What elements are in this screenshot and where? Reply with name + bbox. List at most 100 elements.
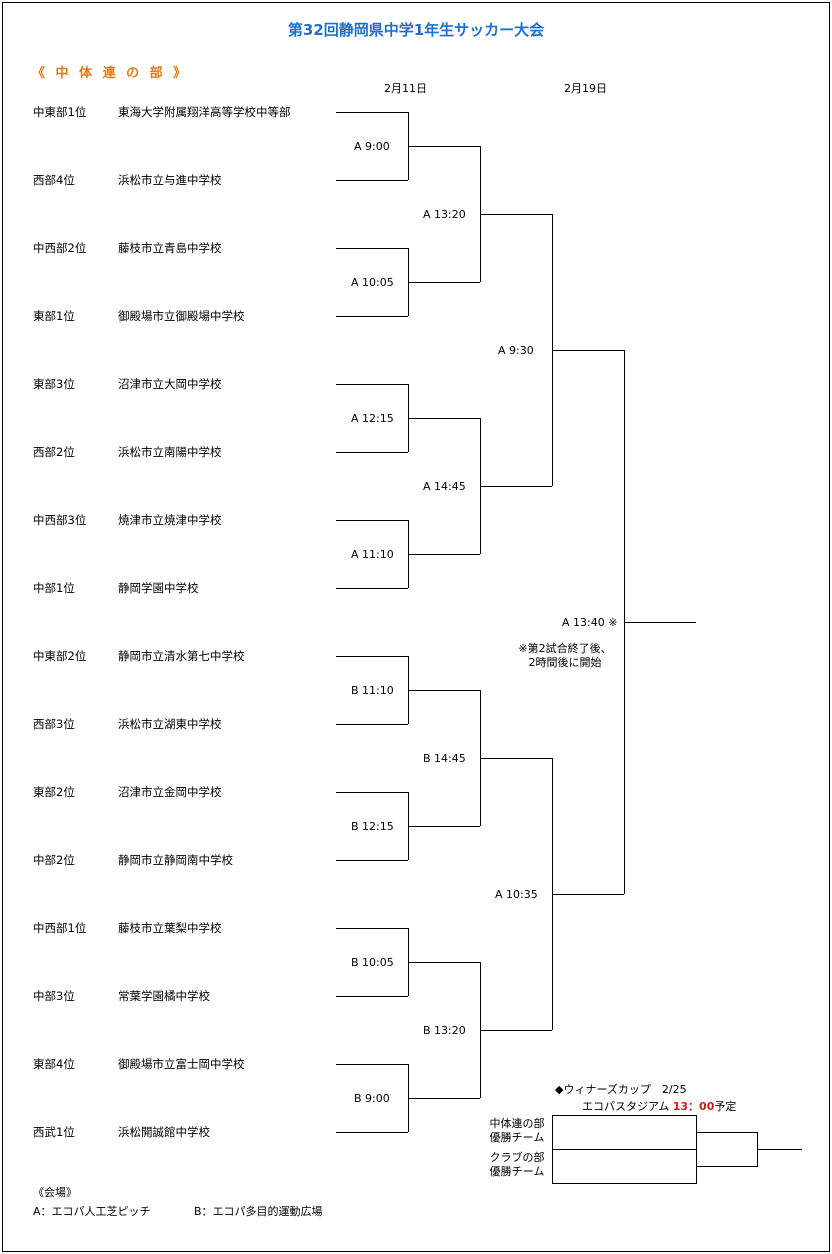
bracket-line <box>336 520 408 521</box>
team-rank: 西部3位 <box>33 717 75 731</box>
bracket-line <box>336 928 408 929</box>
winners-cup-team-line: 優勝チーム <box>489 1165 545 1178</box>
venue-heading: 《会場》 <box>33 1186 77 1199</box>
team-school: 沼津市立金岡中学校 <box>118 785 222 799</box>
match-time-label: B 14:45 <box>423 752 466 765</box>
winners-cup-time-suffix: 予定 <box>714 1100 737 1113</box>
match-time-label: B 11:10 <box>351 684 394 697</box>
team-rank: 西武1位 <box>33 1125 75 1139</box>
bracket-line <box>336 996 408 997</box>
bracket-line <box>336 588 408 589</box>
page-title: 第32回静岡県中学1年生サッカー大会 <box>287 21 545 39</box>
team-school: 静岡市立静岡南中学校 <box>118 853 233 867</box>
final-note: ※第2試合終了後、 2時間後に開始 <box>500 642 630 670</box>
section-heading: 《 中 体 連 の 部 》 <box>32 66 190 81</box>
bracket-line <box>336 1064 408 1065</box>
team-rank: 中西部3位 <box>33 513 87 527</box>
venue-a: A：エコパ人工芝ピッチ <box>33 1205 151 1218</box>
winners-cup-output-line <box>757 1149 802 1150</box>
bracket-line <box>336 656 408 657</box>
team-school: 御殿場市立富士岡中学校 <box>118 1057 245 1071</box>
team-school: 藤枝市立葉梨中学校 <box>118 921 222 935</box>
team-school: 静岡学園中学校 <box>118 581 199 595</box>
bracket-line <box>408 146 480 147</box>
winners-cup-team-line: クラブの部 <box>489 1151 545 1164</box>
match-time-label: B 12:15 <box>351 820 394 833</box>
winners-cup-venue-name: エコパスタジアム <box>582 1100 670 1113</box>
date-round-1: 2月11日 <box>384 82 427 95</box>
team-school: 浜松市立与進中学校 <box>118 173 222 187</box>
match-time-label: A 11:10 <box>351 548 394 561</box>
bracket-line <box>336 860 408 861</box>
bracket-line <box>480 758 552 759</box>
team-rank: 中西部1位 <box>33 921 87 935</box>
bracket-line <box>336 724 408 725</box>
bracket-line <box>408 1098 480 1099</box>
bracket-line <box>336 1132 408 1133</box>
team-school: 焼津市立焼津中学校 <box>118 513 222 527</box>
team-school: 御殿場市立御殿場中学校 <box>118 309 245 323</box>
match-time-label: B 9:00 <box>354 1092 390 1105</box>
team-rank: 中部2位 <box>33 853 75 867</box>
team-rank: 中東部1位 <box>33 105 87 119</box>
bracket-line <box>408 418 480 419</box>
bracket-line <box>336 180 408 181</box>
bracket-line <box>552 894 624 895</box>
final-note-line: ※第2試合終了後、 <box>518 642 612 655</box>
bracket-line <box>336 316 408 317</box>
match-time-label: A 14:45 <box>423 480 466 493</box>
team-rank: 中西部2位 <box>33 241 87 255</box>
final-match-label: A 13:40 ※ <box>562 616 618 629</box>
team-rank: 中部1位 <box>33 581 75 595</box>
bracket-line <box>552 350 624 351</box>
winners-cup-divider <box>552 1149 696 1150</box>
bracket-line <box>480 1030 552 1031</box>
bracket-line <box>336 384 408 385</box>
team-school: 浜松開誠館中学校 <box>118 1125 210 1139</box>
team-rank: 西部2位 <box>33 445 75 459</box>
winners-cup-team-line: 優勝チーム <box>489 1131 545 1144</box>
winners-cup-team-1: 中体連の部 優勝チーム <box>486 1117 548 1145</box>
winners-cup-team-line: 中体連の部 <box>489 1117 545 1130</box>
team-school: 常葉学園橘中学校 <box>118 989 210 1003</box>
team-rank: 東部4位 <box>33 1057 75 1071</box>
bracket-line <box>408 554 480 555</box>
match-time-label: A 9:30 <box>498 344 534 357</box>
match-time-label: B 13:20 <box>423 1024 466 1037</box>
team-school: 浜松市立湖東中学校 <box>118 717 222 731</box>
bracket-line <box>480 486 552 487</box>
winners-cup-final-box <box>696 1132 758 1167</box>
bracket-line <box>336 112 408 113</box>
team-rank: 中部3位 <box>33 989 75 1003</box>
team-rank: 西部4位 <box>33 173 75 187</box>
match-time-label: A 13:20 <box>423 208 466 221</box>
bracket-line <box>480 214 552 215</box>
match-time-label: B 10:05 <box>351 956 394 969</box>
bracket-line <box>408 282 480 283</box>
bracket-line <box>408 690 480 691</box>
team-school: 静岡市立清水第七中学校 <box>118 649 245 663</box>
bracket-line <box>624 622 696 623</box>
match-time-label: A 9:00 <box>354 140 390 153</box>
winners-cup-venue: エコパスタジアム 13：00予定 <box>582 1100 736 1114</box>
date-round-2: 2月19日 <box>564 82 607 95</box>
match-time-label: A 12:15 <box>351 412 394 425</box>
final-note-line: 2時間後に開始 <box>528 656 602 669</box>
winners-cup-team-2: クラブの部 優勝チーム <box>486 1151 548 1179</box>
bracket-line <box>336 452 408 453</box>
team-school: 藤枝市立青島中学校 <box>118 241 222 255</box>
match-time-label: A 10:35 <box>495 888 538 901</box>
bracket-line <box>408 962 480 963</box>
bracket-line <box>336 792 408 793</box>
bracket-line <box>408 826 480 827</box>
team-rank: 東部1位 <box>33 309 75 323</box>
team-rank: 東部3位 <box>33 377 75 391</box>
bracket-line <box>336 248 408 249</box>
team-school: 東海大学附属翔洋高等学校中等部 <box>118 105 291 119</box>
team-school: 沼津市立大岡中学校 <box>118 377 222 391</box>
venue-b: B：エコパ多目的運動広場 <box>194 1205 323 1218</box>
match-time-label: A 10:05 <box>351 276 394 289</box>
winners-cup-heading: ◆ウィナーズカップ 2/25 <box>555 1083 687 1096</box>
team-rank: 中東部2位 <box>33 649 87 663</box>
